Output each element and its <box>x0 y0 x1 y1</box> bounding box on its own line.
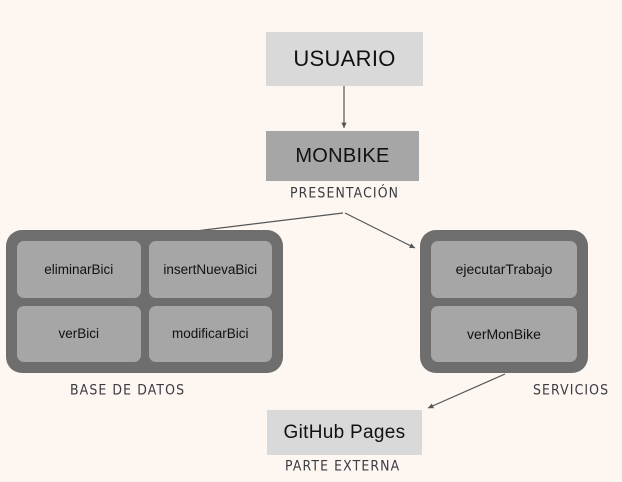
group-row: verMonBike <box>431 305 577 362</box>
node-insert-nueva-bici-label: insertNuevaBici <box>163 261 258 277</box>
caption-presentacion: PRESENTACIÓN <box>290 184 400 201</box>
node-github-pages-label: GitHub Pages <box>283 421 406 443</box>
node-eliminar-bici[interactable]: eliminarBici <box>17 241 141 298</box>
group-row: eliminarBici insertNuevaBici <box>17 241 272 298</box>
node-monbike[interactable]: MONBIKE <box>266 131 419 181</box>
node-eliminar-bici-label: eliminarBici <box>44 261 114 277</box>
caption-parte-externa: PARTE EXTERNA <box>285 457 401 474</box>
node-ver-monbike[interactable]: verMonBike <box>431 305 577 362</box>
node-ver-monbike-label: verMonBike <box>467 325 541 342</box>
connector-monbike-to-services <box>344 212 416 249</box>
node-monbike-label: MONBIKE <box>295 144 390 167</box>
connector-services-to-github <box>427 373 506 409</box>
node-usuario-label: USUARIO <box>293 46 396 71</box>
node-insert-nueva-bici[interactable]: insertNuevaBici <box>148 241 272 298</box>
node-github-pages[interactable]: GitHub Pages <box>267 410 422 455</box>
node-modificar-bici[interactable]: modificarBici <box>148 305 272 362</box>
node-usuario[interactable]: USUARIO <box>266 32 423 86</box>
caption-servicios: SERVICIOS <box>533 381 610 398</box>
group-row: ejecutarTrabajo <box>431 241 577 298</box>
node-modificar-bici-label: modificarBici <box>171 326 249 342</box>
node-ver-bici-label: verBici <box>58 326 99 342</box>
caption-base-de-datos: BASE DE DATOS <box>70 381 186 398</box>
node-ejecutar-trabajo[interactable]: ejecutarTrabajo <box>431 241 577 298</box>
node-ver-bici[interactable]: verBici <box>17 305 141 362</box>
group-row: verBici modificarBici <box>17 305 272 362</box>
group-servicios[interactable]: ejecutarTrabajo verMonBike <box>420 230 588 373</box>
node-ejecutar-trabajo-label: ejecutarTrabajo <box>455 261 553 278</box>
group-base-de-datos[interactable]: eliminarBici insertNuevaBici verBici mod… <box>6 230 283 373</box>
